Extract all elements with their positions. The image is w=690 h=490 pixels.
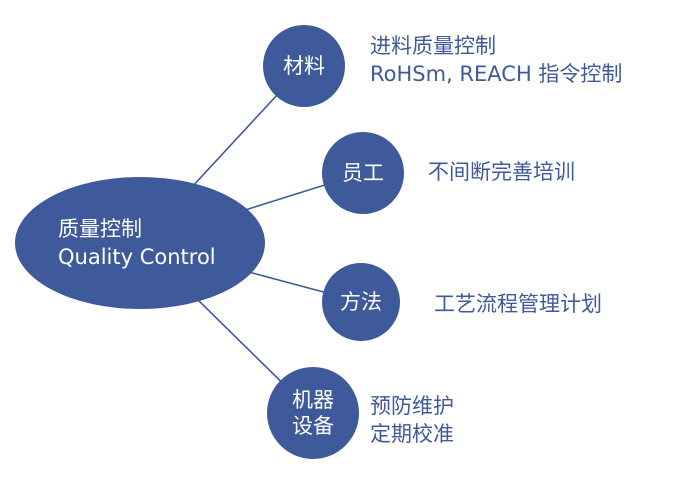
desc-machine: 预防维护 定期校准 — [370, 392, 454, 448]
node-material: 材料 — [263, 25, 345, 107]
desc-method: 工艺流程管理计划 — [434, 290, 602, 318]
node-staff-label: 员工 — [342, 161, 384, 185]
desc-material: 进料质量控制 RoHSm, REACH 指令控制 — [370, 32, 622, 88]
node-machine: 机器 设备 — [267, 367, 359, 459]
node-material-label: 材料 — [283, 54, 325, 78]
center-title-en: Quality Control — [58, 245, 216, 269]
desc-machine-line1: 预防维护 — [370, 394, 454, 418]
node-staff: 员工 — [322, 132, 404, 214]
desc-material-line1: 进料质量控制 — [370, 34, 496, 58]
center-title-zh: 质量控制 — [58, 217, 142, 241]
node-machine-label-line2: 设备 — [292, 414, 334, 438]
desc-staff: 不间断完善培训 — [428, 158, 575, 186]
desc-material-line2: RoHSm, REACH 指令控制 — [370, 62, 623, 86]
desc-staff-line1: 不间断完善培训 — [428, 160, 575, 184]
node-method-label: 方法 — [340, 290, 382, 314]
desc-method-line1: 工艺流程管理计划 — [434, 292, 602, 316]
node-machine-label-line1: 机器 — [292, 388, 334, 412]
node-method: 方法 — [322, 263, 400, 341]
center-node-quality-control: 质量控制 Quality Control — [15, 177, 265, 309]
desc-machine-line2: 定期校准 — [370, 422, 454, 446]
